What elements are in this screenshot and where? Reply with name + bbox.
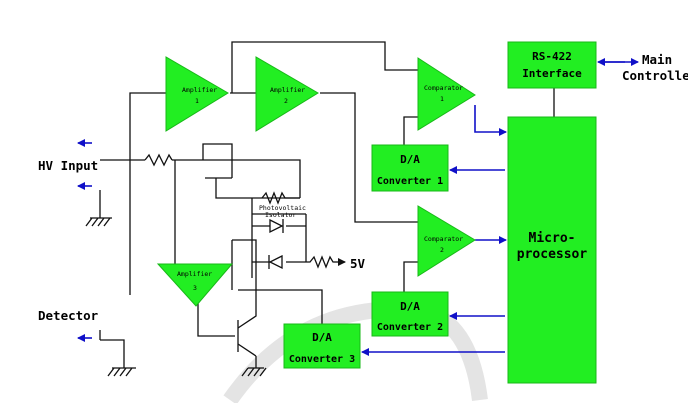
photovoltaic-isolator-label-line2: Isolator — [265, 211, 296, 219]
amplifier-1-label: Amplifier — [182, 86, 217, 94]
rs422-interface-block: RS-422 Interface — [507, 41, 597, 89]
main-controller-label-line1: Main — [642, 52, 672, 67]
wiring — [85, 41, 555, 377]
da-converter-2: D/A Converter 2 — [371, 291, 449, 337]
comparator-1-index: 1 — [440, 95, 444, 103]
amplifier-1: Amplifier 2 1 — [165, 56, 229, 132]
da-converter-1: D/A Converter 1 — [371, 144, 449, 192]
hv-input-label: HV Input — [38, 158, 98, 173]
microprocessor-title: Micro- — [529, 231, 576, 246]
main-controller-label-line2: Controlle — [622, 68, 688, 83]
amplifier-3-index: 3 — [193, 284, 197, 292]
detector-label: Detector — [38, 308, 99, 323]
da3-title: D/A — [312, 331, 332, 344]
da1-title: D/A — [400, 153, 420, 166]
microprocessor-block: Micro- processor — [507, 116, 597, 384]
amplifier-3-label: Amplifier — [177, 270, 212, 278]
comparator-1: Comparator 1 — [417, 57, 476, 131]
five-volt-label: 5V — [350, 256, 366, 271]
amplifier-2: Amplifier 2 — [255, 56, 319, 132]
da2-title: D/A — [400, 300, 420, 313]
amplifier-2-index: 2 — [284, 97, 288, 105]
rs422-subtitle: Interface — [522, 67, 582, 80]
comparator-2: Comparator 2 — [417, 205, 476, 277]
amplifier-3: Amplifier 3 — [156, 263, 234, 307]
da3-subtitle: Converter 3 — [289, 354, 355, 365]
da2-subtitle: Converter 2 — [377, 322, 443, 333]
photovoltaic-isolator-label-line1: Photovoltaic — [259, 204, 306, 212]
comparator-2-label: Comparator — [424, 235, 463, 243]
amplifier-1-index: 1 — [195, 97, 199, 105]
amplifier-2-label: Amplifier — [270, 86, 305, 94]
da-converter-3: D/A Converter 3 — [283, 323, 361, 369]
da1-subtitle: Converter 1 — [377, 176, 443, 187]
rs422-title: RS-422 — [532, 50, 572, 63]
comparator-2-index: 2 — [440, 246, 444, 254]
microprocessor-subtitle: processor — [517, 247, 588, 262]
signal-arrows — [77, 58, 639, 356]
comparator-1-label: Comparator — [424, 84, 463, 92]
